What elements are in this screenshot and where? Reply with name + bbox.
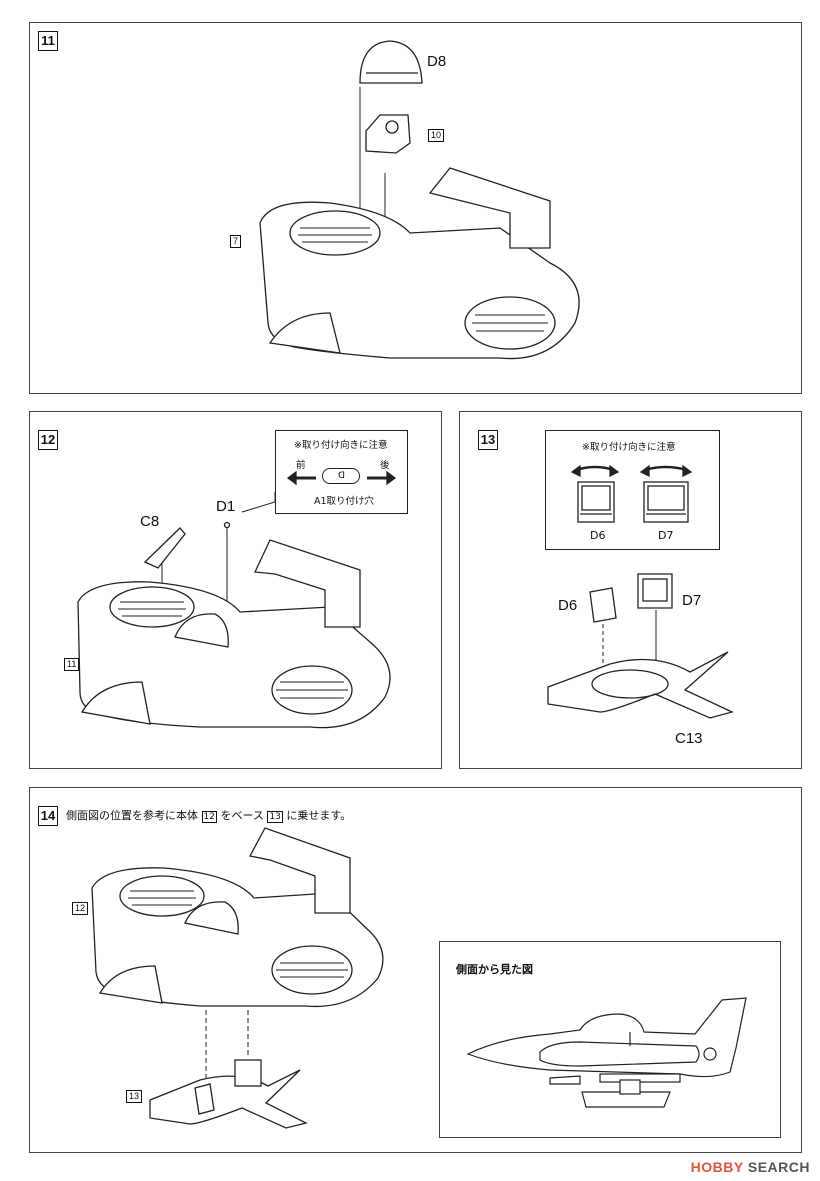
step-11-number: 11 <box>38 31 58 51</box>
part-label-d7: D7 <box>682 592 702 609</box>
rear-label: 後 <box>380 460 390 471</box>
hobbysearch-watermark: HOBBY SEARCH <box>691 1159 810 1175</box>
orientation-note-box: ※取り付け向きに注意 前 後 D A1取り付け穴 <box>275 430 408 514</box>
side-view-illustration <box>466 997 747 1108</box>
instr-part-b: をベース <box>220 809 264 822</box>
orientation-note-box-13: ※取り付け向きに注意 D6 D7 <box>545 430 720 550</box>
step-14-instruction: 側面図の位置を参考に本体 12 をベース 13 に乗せます。 <box>66 807 351 823</box>
step-12-number: 12 <box>38 430 58 450</box>
step-13-illustration <box>547 464 734 719</box>
part-label-d8: D8 <box>427 53 447 70</box>
instr-part-c: に乗せます。 <box>286 809 352 822</box>
step-13-panel: 13 ※取り付け向きに注意 D6 D7 D6 D7 C13 <box>459 411 802 769</box>
ref-step-11: 11 <box>64 658 80 671</box>
step-12-panel: 12 ※取り付け向きに注意 前 後 D A1取り付け穴 D1 C8 <box>29 411 442 769</box>
part-label-c13: C13 <box>675 730 703 747</box>
hole-label: A1取り付け穴 <box>314 496 375 507</box>
watermark-rest: SEARCH <box>747 1159 810 1175</box>
front-label: 前 <box>296 460 306 471</box>
part-label-d6-note: D6 <box>590 529 606 542</box>
step-11-illustration <box>259 40 580 360</box>
side-view-title: 側面から見た図 <box>456 963 533 976</box>
ref-step-12: 12 <box>72 902 89 915</box>
note-title-13: ※取り付け向きに注意 <box>582 442 676 453</box>
watermark-brand: HOBBY <box>690 1159 744 1175</box>
part-label-d1: D1 <box>216 498 236 515</box>
side-view-box: 側面から見た図 <box>439 941 781 1138</box>
ref-step-13: 13 <box>126 1090 143 1103</box>
step-14-panel: 14 側面図の位置を参考に本体 12 をベース 13 に乗せます。 12 13 … <box>29 787 802 1153</box>
part-label-d7-note: D7 <box>658 529 674 542</box>
step-14-illustration <box>91 827 384 1129</box>
instr-ref-13: 13 <box>267 811 283 823</box>
ref-step-10: 10 <box>428 129 445 142</box>
part-label-c8: C8 <box>140 513 160 530</box>
step-14-number: 14 <box>38 806 58 826</box>
step-12-illustration <box>77 470 397 729</box>
part-d-oval: D <box>322 468 360 484</box>
ref-step-7: 7 <box>230 235 242 248</box>
part-label-d6: D6 <box>558 597 578 614</box>
note-title: ※取り付け向きに注意 <box>294 440 388 451</box>
instr-ref-12: 12 <box>201 811 217 823</box>
step-13-number: 13 <box>478 430 498 450</box>
step-11-panel: 11 D8 10 7 <box>29 22 802 394</box>
instr-part-a: 側面図の位置を参考に本体 <box>66 809 198 822</box>
